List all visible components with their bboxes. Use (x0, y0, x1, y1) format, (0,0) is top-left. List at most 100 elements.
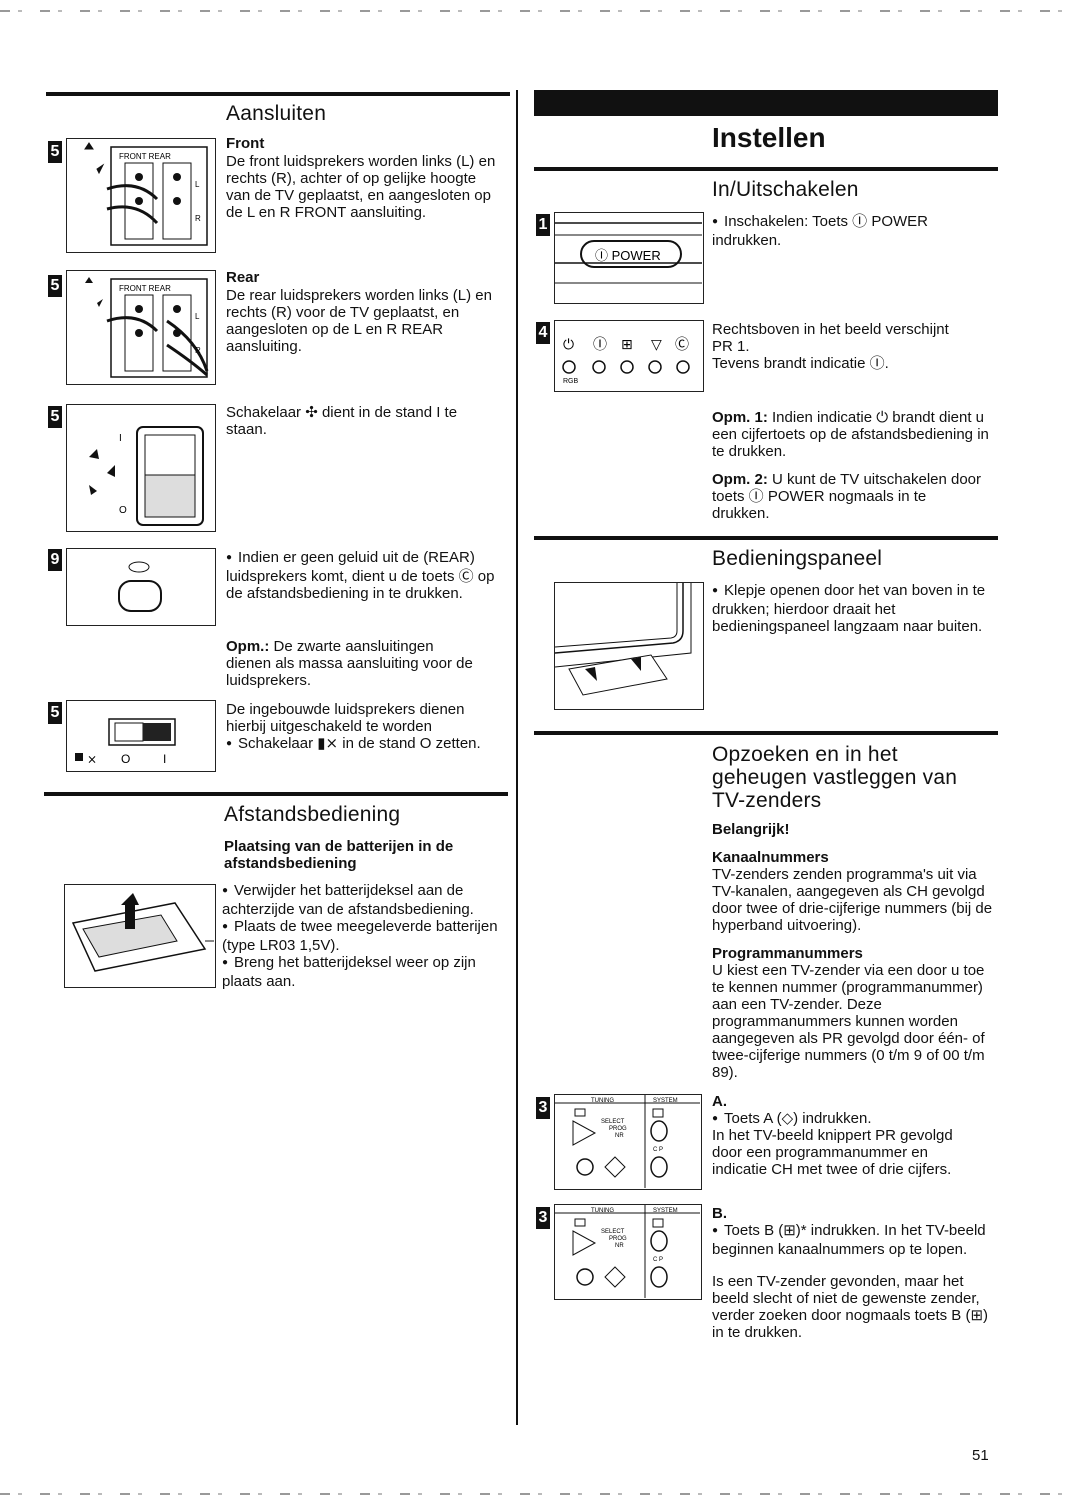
step-badge: 4 (536, 322, 550, 344)
rule-in-uit (534, 167, 998, 171)
section-title-afstand: Afstandsbediening (224, 803, 401, 826)
kanaal-text: TV-zenders zenden programma's uit via TV… (712, 866, 993, 934)
speaker-switch-figure: I O (66, 404, 216, 532)
svg-text:FRONT REAR: FRONT REAR (119, 284, 171, 293)
afstand-bullet: Plaats de twee meegeleverde batterijen (… (222, 918, 504, 954)
svg-text:I: I (119, 433, 122, 444)
svg-text:O: O (119, 505, 127, 516)
svg-text:NR: NR (615, 1243, 624, 1249)
programma-text: U kiest een TV-zender via een door u toe… (712, 962, 985, 1081)
section-title-in-uit: In/Uitschakelen (712, 178, 859, 201)
b-bullet: Toets B (⊞)* indrukken. In het TV-beeld … (712, 1222, 992, 1258)
svg-text:PROG: PROG (609, 1236, 627, 1242)
column-divider (516, 90, 518, 1425)
svg-text:RGB: RGB (563, 378, 579, 385)
svg-text:C P: C P (653, 1257, 663, 1263)
rule-aansluiten (46, 92, 510, 96)
svg-text:L: L (195, 312, 200, 321)
svg-text:⏻: ⏻ (563, 337, 574, 353)
svg-text:SELECT: SELECT (601, 1229, 625, 1235)
svg-text:SYSTEM: SYSTEM (653, 1098, 678, 1104)
rule-afstand (44, 792, 508, 796)
step-badge: 1 (536, 214, 550, 236)
opm1-note: Opm. 1: Indien indicatie ⏻ brandt dient … (712, 409, 989, 460)
tuning-panel-figure-b: TUNING SYSTEM SELECT PROG NR C P (554, 1204, 702, 1300)
svg-text:SYSTEM: SYSTEM (653, 1208, 678, 1214)
rear-text: De rear luidsprekers worden links (L) en… (226, 287, 492, 355)
afstand-bullet: Verwijder het batterijdeksel aan de acht… (222, 882, 504, 918)
tuning-panel-figure-a: TUNING SYSTEM SELECT PROG NR C P (554, 1094, 702, 1190)
b-heading: B. (712, 1205, 727, 1222)
svg-text:Ⓘ: Ⓘ (593, 337, 607, 353)
svg-text:L: L (195, 180, 200, 189)
rule-opzoeken (534, 731, 998, 735)
programma-heading: Programmanummers (712, 945, 863, 962)
front-heading: Front (226, 135, 265, 152)
front-speaker-figure: FRONT REAR L R (66, 138, 216, 253)
ingebouwd-text: De ingebouwde luidsprekers dienen hierbi… (226, 701, 465, 735)
a-bullet: Toets A (◇) indrukken. (712, 1110, 992, 1129)
step-badge: 5 (48, 275, 62, 297)
b-text: Is een TV-zender gevonden, maar het beel… (712, 1273, 989, 1341)
scan-artifact-top (0, 10, 1080, 12)
front-text: De front luidsprekers worden links (L) e… (226, 153, 496, 221)
svg-text:FRONT REAR: FRONT REAR (119, 152, 171, 161)
control-panel-figure (554, 582, 704, 710)
geluid-bullet: Indien er geen geluid uit de (REAR) luid… (226, 549, 508, 602)
afstand-bullet: Breng het batterijdeksel weer op zijn pl… (222, 954, 504, 990)
title-line: Opzoeken en in het (712, 743, 898, 766)
svg-text:O: O (121, 752, 130, 766)
inschakelen-bullet: Inschakelen: Toets Ⓘ POWER indrukken. (712, 213, 972, 249)
schakelaar-bullet: Schakelaar ▮⨯ in de stand O zetten. (226, 735, 506, 754)
afstand-bullets: Verwijder het batterijdeksel aan de acht… (222, 882, 504, 990)
rechtsboven-text: Rechtsboven in het beeld verschijnt PR 1… (712, 321, 949, 355)
svg-text:I: I (163, 752, 166, 766)
section-title-bedienings: Bedieningspaneel (712, 547, 883, 570)
page-header-title: Instellen (712, 122, 826, 153)
svg-text:C P: C P (653, 1147, 663, 1153)
svg-text:NR: NR (615, 1133, 624, 1139)
belangrijk-heading: Belangrijk! (712, 821, 790, 838)
opm2-note: Opm. 2: U kunt de TV uitschakelen door t… (712, 471, 982, 522)
a-heading: A. (712, 1093, 727, 1110)
svg-text:TUNING: TUNING (591, 1208, 614, 1214)
title-line: TV-zenders (712, 789, 822, 812)
page-number: 51 (972, 1447, 989, 1464)
step-badge: 5 (48, 141, 62, 163)
section-title-opzoeken: Opzoeken en in het geheugen vastleggen v… (712, 743, 992, 812)
step-badge: 9 (48, 549, 62, 571)
header-bar (534, 90, 998, 116)
svg-text:R: R (195, 346, 201, 355)
tevens-text: Tevens brandt indicatie Ⓘ. (712, 355, 889, 372)
svg-text:TUNING: TUNING (591, 1098, 614, 1104)
a-text: In het TV-beeld knippert PR gevolgd door… (712, 1127, 953, 1178)
builtin-speaker-switch-figure: ⨯ O I (66, 700, 216, 772)
svg-text:⊞: ⊞ (621, 337, 633, 353)
afstand-subheading: Plaatsing van de batterijen in de afstan… (224, 838, 454, 872)
svg-text:SELECT: SELECT (601, 1119, 625, 1125)
power-button-figure: Ⓘ POWER (554, 212, 704, 304)
remote-button-figure (66, 548, 216, 626)
step-badge: 3 (536, 1207, 550, 1229)
bedienings-bullet: Klepje openen door het van boven in te d… (712, 582, 992, 635)
rear-heading: Rear (226, 269, 260, 286)
svg-text:PROG: PROG (609, 1126, 627, 1132)
title-line: geheugen vastleggen van (712, 766, 958, 789)
svg-text:⨯: ⨯ (87, 752, 97, 766)
battery-figure (64, 884, 216, 988)
step-badge: 3 (536, 1097, 550, 1119)
opm-note: Opm.: De zwarte aansluitingen dienen als… (226, 638, 473, 689)
section-title-aansluiten: Aansluiten (226, 102, 327, 125)
rear-speaker-figure: FRONT REAR L R (66, 270, 216, 385)
kanaal-heading: Kanaalnummers (712, 849, 829, 866)
switch-text: Schakelaar ✣ dient in de stand I te staa… (226, 404, 458, 438)
step-badge: 5 (48, 702, 62, 724)
indicator-panel-figure: ⏻ Ⓘ ⊞ ▽ Ⓒ RGB (554, 320, 704, 392)
step-badge: 5 (48, 406, 62, 428)
scan-artifact-bottom (0, 1493, 1080, 1495)
rule-bedienings (534, 536, 998, 540)
svg-text:▽: ▽ (651, 337, 662, 353)
svg-text:Ⓒ: Ⓒ (675, 337, 689, 353)
svg-text:Ⓘ POWER: Ⓘ POWER (595, 248, 661, 263)
svg-text:R: R (195, 214, 201, 223)
